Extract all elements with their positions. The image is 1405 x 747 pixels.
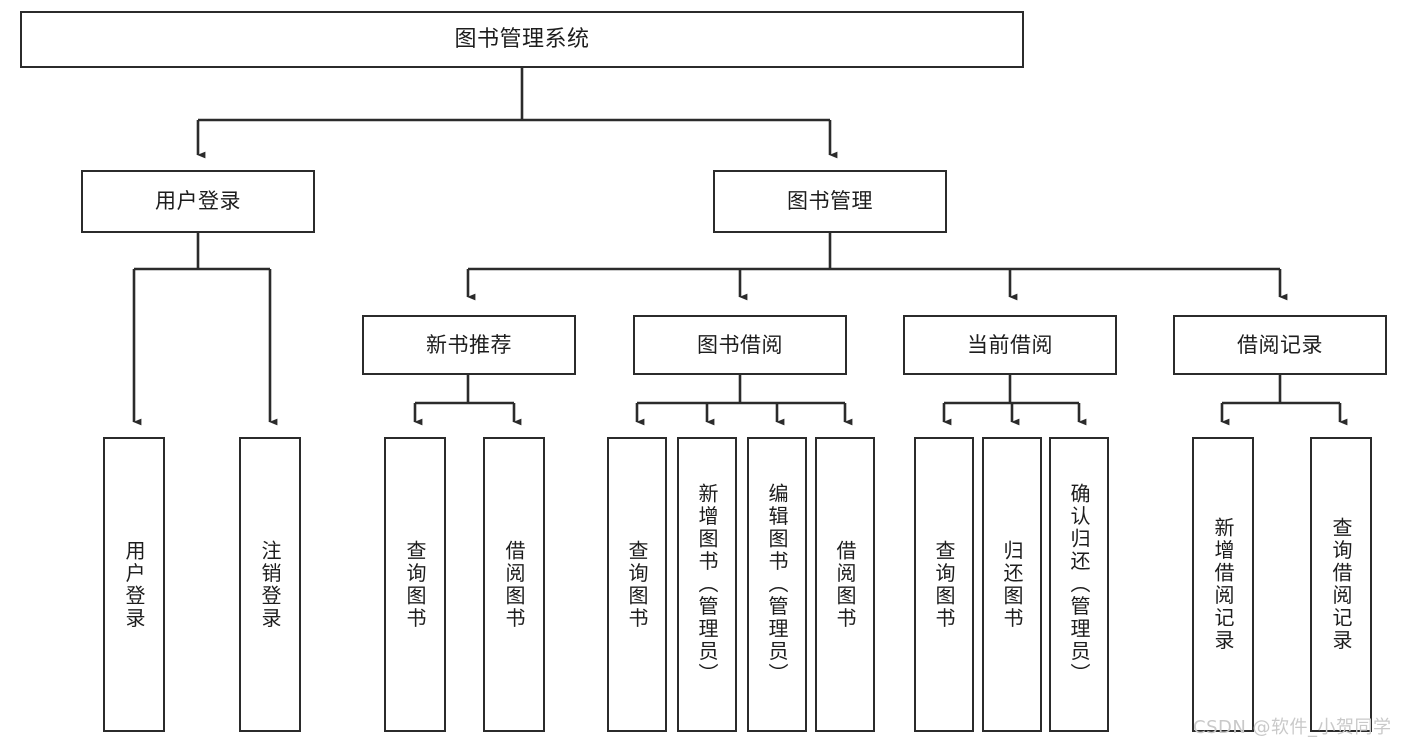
node-label: 借阅记录 — [1237, 332, 1323, 357]
node-label: 图书管理系统 — [454, 26, 590, 52]
leaf-logout[interactable]: 注销登录 — [239, 437, 301, 732]
leaf-add-borrow-record[interactable]: 新增借阅记录 — [1192, 437, 1254, 732]
leaf-borrow-books[interactable]: 借阅图书 — [815, 437, 875, 732]
node-label: 查询图书 — [403, 539, 427, 630]
leaf-add-book-admin[interactable]: 新增图书（管理员） — [677, 437, 737, 732]
leaf-query-books-current[interactable]: 查询图书 — [914, 437, 974, 732]
node-root-book-management-system[interactable]: 图书管理系统 — [20, 11, 1024, 68]
node-label: 注销登录 — [258, 539, 282, 630]
node-book-borrowing[interactable]: 图书借阅 — [633, 315, 847, 375]
node-label: 用户登录 — [122, 539, 146, 630]
node-label: 新增图书（管理员） — [695, 483, 719, 686]
leaf-query-borrow-record[interactable]: 查询借阅记录 — [1310, 437, 1372, 732]
node-label: 归还图书 — [1000, 539, 1024, 630]
leaf-query-books-recommend[interactable]: 查询图书 — [384, 437, 446, 732]
node-label: 图书管理 — [787, 189, 873, 214]
node-label: 查询图书 — [625, 539, 649, 630]
node-label: 新书推荐 — [426, 332, 512, 357]
leaf-query-books-borrow[interactable]: 查询图书 — [607, 437, 667, 732]
leaf-user-login[interactable]: 用户登录 — [103, 437, 165, 732]
node-label: 借阅图书 — [833, 539, 857, 630]
node-label: 当前借阅 — [967, 332, 1053, 357]
node-label: 编辑图书（管理员） — [765, 483, 789, 686]
node-user-login[interactable]: 用户登录 — [81, 170, 315, 233]
node-label: 查询借阅记录 — [1329, 517, 1353, 652]
node-label: 用户登录 — [155, 189, 241, 214]
node-book-management[interactable]: 图书管理 — [713, 170, 947, 233]
node-label: 查询图书 — [932, 539, 956, 630]
leaf-borrow-books-recommend[interactable]: 借阅图书 — [483, 437, 545, 732]
node-label: 图书借阅 — [697, 332, 783, 357]
leaf-confirm-return-admin[interactable]: 确认归还（管理员） — [1049, 437, 1109, 732]
node-borrow-records[interactable]: 借阅记录 — [1173, 315, 1387, 375]
csdn-watermark: CSDN @软件_小贺同学 — [1193, 717, 1392, 738]
node-label: 确认归还（管理员） — [1067, 483, 1091, 686]
leaf-edit-book-admin[interactable]: 编辑图书（管理员） — [747, 437, 807, 732]
node-new-book-recommendation[interactable]: 新书推荐 — [362, 315, 576, 375]
node-current-borrowing[interactable]: 当前借阅 — [903, 315, 1117, 375]
node-label: 借阅图书 — [502, 539, 526, 630]
leaf-return-books[interactable]: 归还图书 — [982, 437, 1042, 732]
node-label: 新增借阅记录 — [1211, 517, 1235, 652]
